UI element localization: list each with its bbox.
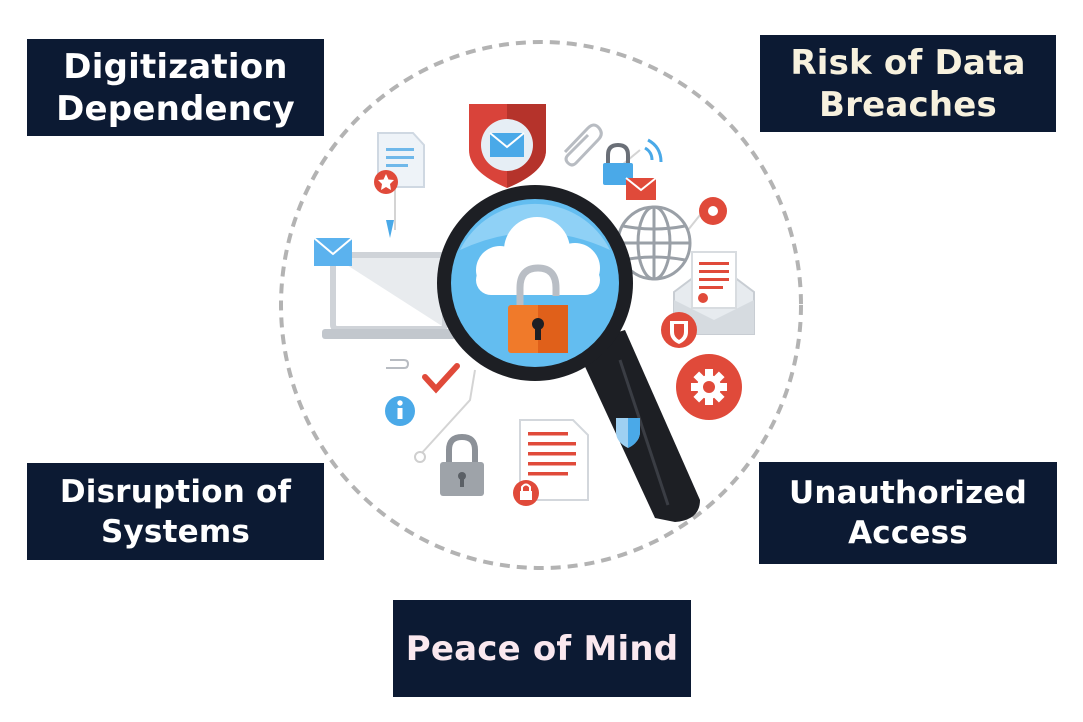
label-disruption-of-systems: Disruption of Systems bbox=[27, 463, 324, 560]
small-clip-icon bbox=[386, 359, 410, 369]
bookmark-icon bbox=[386, 220, 394, 238]
paperclip-icon bbox=[563, 123, 603, 167]
label-line-1: Risk of Data bbox=[790, 42, 1026, 83]
gear-icon bbox=[676, 354, 742, 420]
dashed-ring bbox=[279, 40, 803, 570]
label-line-1: Disruption of bbox=[59, 473, 292, 510]
label-line-1: Peace of Mind bbox=[405, 628, 679, 669]
cloud-icon bbox=[476, 217, 600, 295]
label-unauthorized-access: Unauthorized Access bbox=[759, 462, 1057, 564]
label-line-1: Unauthorized bbox=[789, 475, 1027, 511]
grey-padlock-icon bbox=[440, 433, 484, 496]
label-line-1: Digitization bbox=[63, 46, 288, 87]
document-star-icon bbox=[374, 132, 425, 194]
document-lock-icon bbox=[513, 419, 589, 506]
info-icon bbox=[385, 396, 415, 426]
label-risk-of-data-breaches: Risk of Data Breaches bbox=[760, 35, 1056, 132]
globe-icon bbox=[616, 205, 692, 281]
laptop-icon bbox=[322, 252, 456, 339]
connector-node bbox=[414, 451, 426, 463]
handle-shield-icon bbox=[616, 418, 640, 448]
label-line-2: Systems bbox=[101, 513, 250, 550]
label-peace-of-mind: Peace of Mind bbox=[393, 600, 691, 697]
mail-icon bbox=[313, 237, 353, 266]
checkmark-icon bbox=[422, 363, 460, 394]
key-icon bbox=[699, 197, 727, 225]
shield-mail-icon bbox=[469, 104, 546, 188]
padlock-icon bbox=[508, 264, 568, 353]
label-digitization-dependency: Digitization Dependency bbox=[27, 39, 324, 136]
label-line-2: Dependency bbox=[56, 88, 295, 129]
locked-mail-icon bbox=[603, 142, 657, 200]
label-line-2: Breaches bbox=[819, 84, 997, 125]
label-line-2: Access bbox=[848, 515, 968, 551]
shield-icon bbox=[661, 312, 697, 348]
wifi-icon bbox=[644, 138, 663, 163]
